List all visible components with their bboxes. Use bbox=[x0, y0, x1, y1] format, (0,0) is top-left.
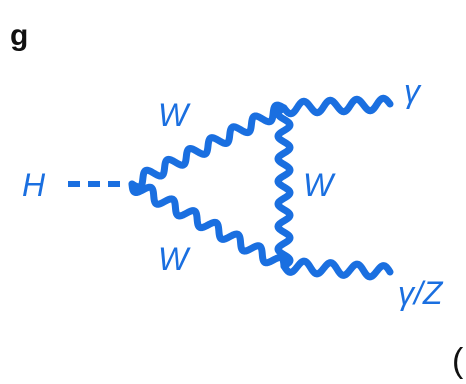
w-lower-label: W bbox=[158, 241, 191, 277]
w-upper-label: W bbox=[158, 97, 191, 133]
higgs-label: H bbox=[22, 167, 46, 203]
photon-or-z-outgoing-line bbox=[280, 257, 394, 281]
photon-outgoing-line bbox=[280, 94, 394, 118]
w-boson-lower-line bbox=[128, 180, 288, 270]
photon-or-z-label: γ/Z bbox=[398, 275, 444, 311]
panel-label: g bbox=[10, 19, 28, 52]
photon-top-label: γ bbox=[404, 73, 422, 109]
trailing-parenthesis: ( bbox=[452, 342, 464, 380]
w-boson-vertical-line bbox=[274, 104, 294, 270]
w-boson-upper-line bbox=[128, 101, 288, 191]
w-vertical-label: W bbox=[303, 167, 336, 203]
